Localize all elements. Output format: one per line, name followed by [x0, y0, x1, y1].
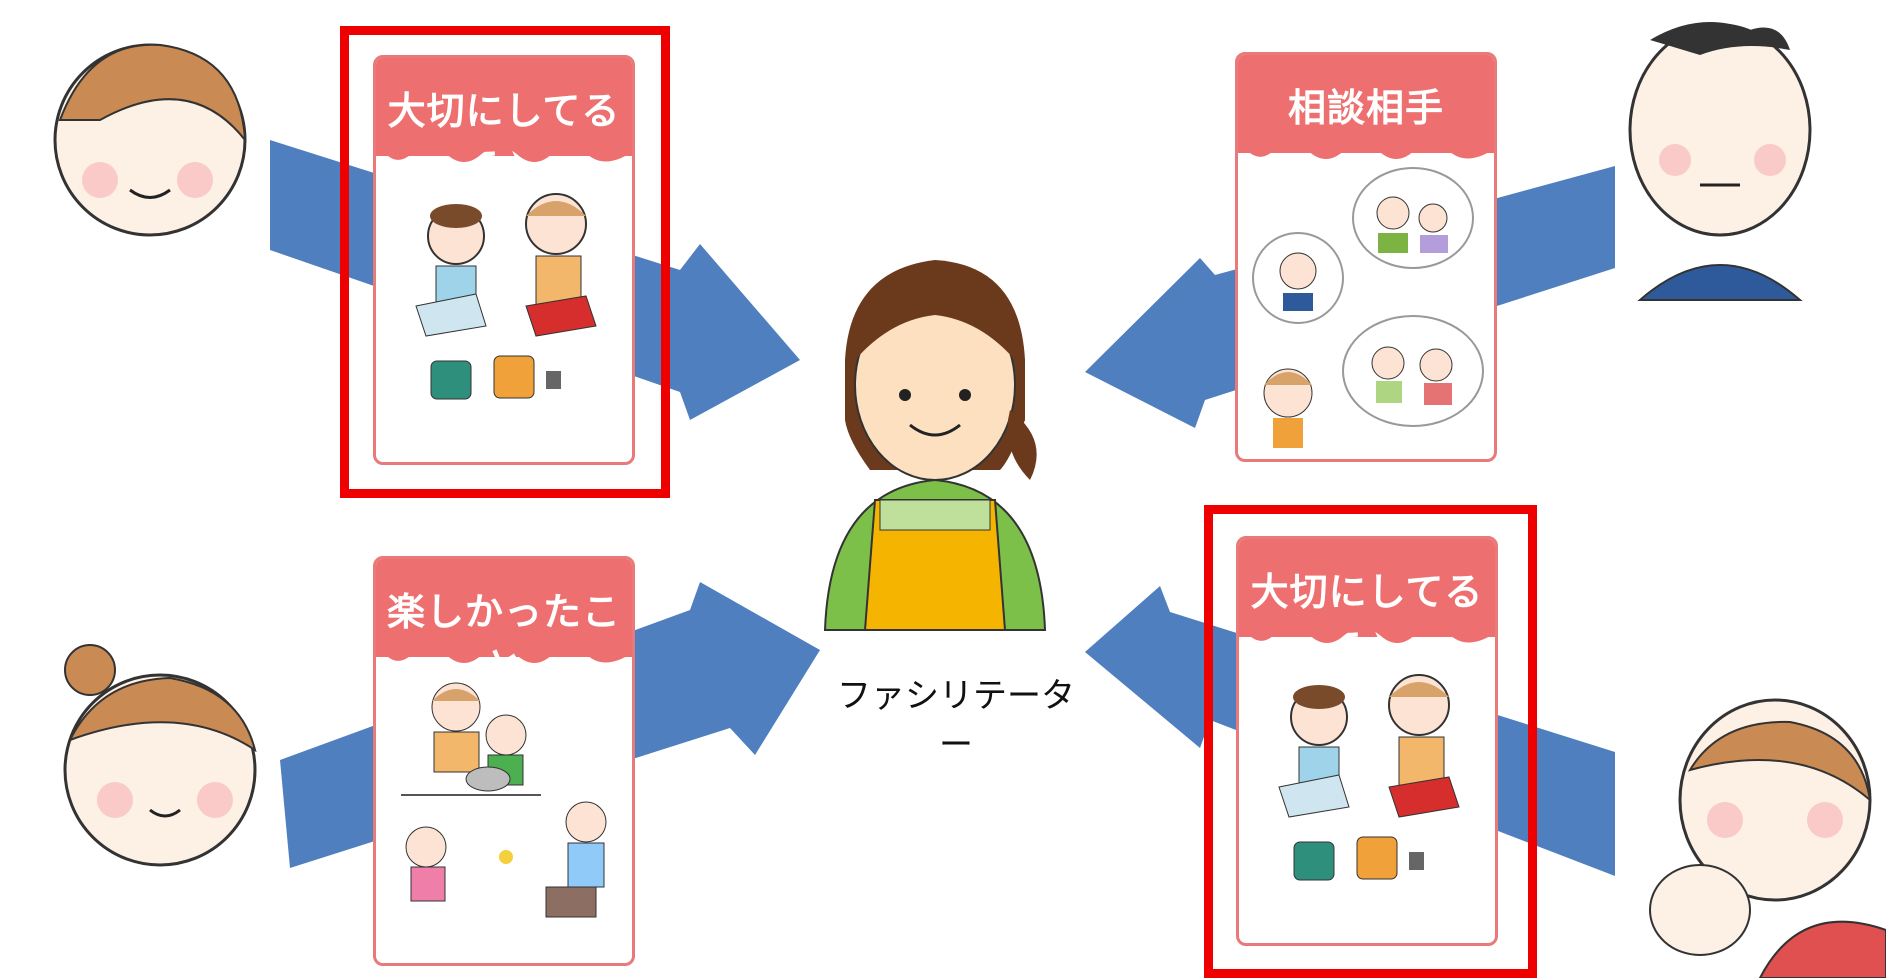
card-header: 相談相手 — [1238, 55, 1494, 159]
person-woman-top-left — [53, 43, 247, 237]
card-header: 大切にしてること — [1239, 539, 1495, 669]
card-bottom-right: 大切にしてること — [1236, 536, 1498, 946]
fun-times-illustration — [401, 682, 607, 918]
card-top-left: 大切にしてること — [373, 55, 635, 465]
scallop-edge — [376, 142, 632, 162]
card-title: 楽しかったこと — [386, 590, 621, 689]
family-laundry-illustration — [1278, 674, 1460, 881]
card-title: 相談相手 — [1287, 86, 1444, 130]
card-header: 大切にしてること — [376, 58, 632, 188]
facilitator-label: ファシリテーター — [837, 676, 1075, 765]
consultation-bubbles-illustration — [1252, 167, 1484, 448]
highlight-frame-top-left — [340, 26, 670, 498]
person-mother-with-baby-bottom-right — [1649, 698, 1886, 978]
card-top-right: 相談相手 — [1235, 52, 1497, 462]
person-woman-bottom-left — [63, 644, 257, 867]
card-header: 楽しかったこと — [376, 559, 632, 689]
person-man-top-right — [1628, 22, 1812, 301]
scallop-edge — [1239, 623, 1495, 643]
scallop-edge — [1238, 139, 1494, 159]
card-bottom-left: 楽しかったこと — [373, 556, 635, 966]
highlight-frame-bottom-right — [1204, 505, 1537, 978]
family-laundry-illustration — [415, 193, 597, 400]
scallop-edge — [376, 643, 632, 663]
